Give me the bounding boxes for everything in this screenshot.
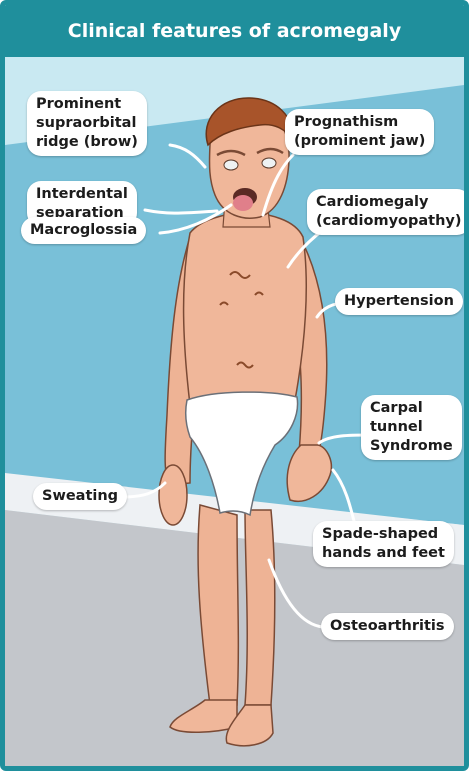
label-prognathism: Prognathism (prominent jaw) — [285, 109, 434, 155]
label-sweating: Sweating — [33, 483, 127, 510]
label-carpal: Carpal tunnel Syndrome — [361, 395, 462, 460]
torso — [184, 213, 307, 405]
label-cardiomegaly: Cardiomegaly (cardiomyopathy) — [307, 189, 469, 235]
left-leg — [245, 510, 275, 705]
label-supraorbital: Prominent supraorbital ridge (brow) — [27, 91, 147, 156]
right-eye — [224, 160, 238, 170]
label-hypertension: Hypertension — [335, 288, 463, 315]
page-title: Clinical features of acromegaly — [68, 20, 401, 42]
label-osteoarthritis: Osteoarthritis — [321, 613, 454, 640]
left-eye — [262, 158, 276, 168]
title-bar: Clinical features of acromegaly — [5, 5, 464, 57]
label-macroglossia: Macroglossia — [21, 217, 146, 244]
tongue — [233, 195, 253, 211]
label-spade: Spade-shaped hands and feet — [313, 521, 454, 567]
right-hand — [159, 465, 187, 525]
